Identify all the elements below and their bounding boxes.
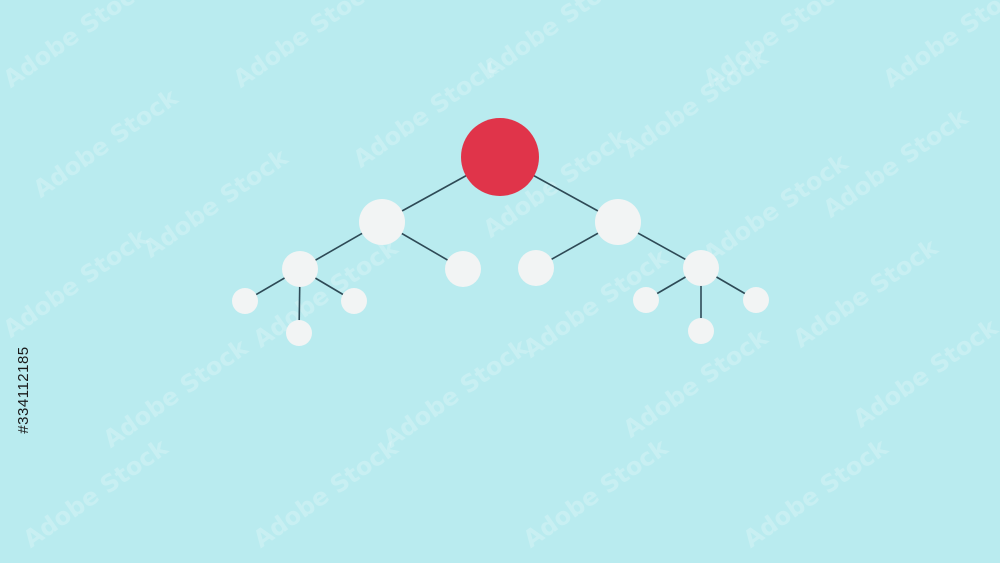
child-node xyxy=(232,288,258,314)
child-node xyxy=(595,199,641,245)
child-node xyxy=(683,250,719,286)
child-node xyxy=(743,287,769,313)
child-node xyxy=(633,287,659,313)
node-layer xyxy=(232,118,769,346)
child-node xyxy=(688,318,714,344)
child-node xyxy=(341,288,367,314)
stock-id-label: #334112185 xyxy=(15,346,32,433)
child-node xyxy=(359,199,405,245)
child-node xyxy=(282,251,318,287)
root-node xyxy=(461,118,539,196)
child-node xyxy=(445,251,481,287)
child-node xyxy=(286,320,312,346)
child-node xyxy=(518,250,554,286)
